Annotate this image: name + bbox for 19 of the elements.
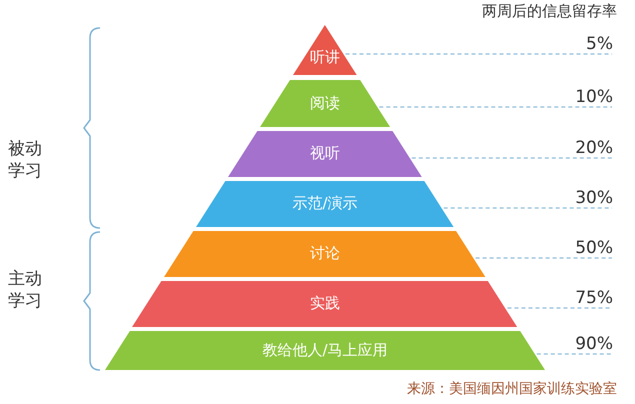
retention-percentage: 10% bbox=[575, 87, 613, 107]
retention-percentage: 50% bbox=[575, 238, 613, 258]
tier-label: 阅读 bbox=[308, 94, 341, 112]
source-caption: 来源：美国缅因州国家训练实验室 bbox=[407, 380, 617, 398]
retention-percentage: 75% bbox=[575, 288, 613, 308]
retention-percentage: 30% bbox=[575, 188, 613, 208]
tier-label: 讨论 bbox=[308, 244, 341, 263]
tier-label: 示范/演示 bbox=[291, 194, 359, 213]
tier-label: 教给他人/马上应用 bbox=[261, 340, 389, 360]
column-heading: 两周后的信息留存率 bbox=[482, 2, 617, 21]
retention-percentage: 5% bbox=[586, 34, 613, 54]
dashed-connector bbox=[378, 106, 612, 108]
group-label: 主动学习 bbox=[8, 268, 43, 312]
retention-percentage: 90% bbox=[575, 334, 613, 354]
tier-label: 实践 bbox=[308, 294, 341, 313]
group-label: 被动学习 bbox=[8, 138, 43, 182]
retention-percentage: 20% bbox=[575, 138, 613, 158]
tier-label: 视听 bbox=[308, 144, 341, 163]
tier-label: 听讲 bbox=[308, 48, 341, 67]
